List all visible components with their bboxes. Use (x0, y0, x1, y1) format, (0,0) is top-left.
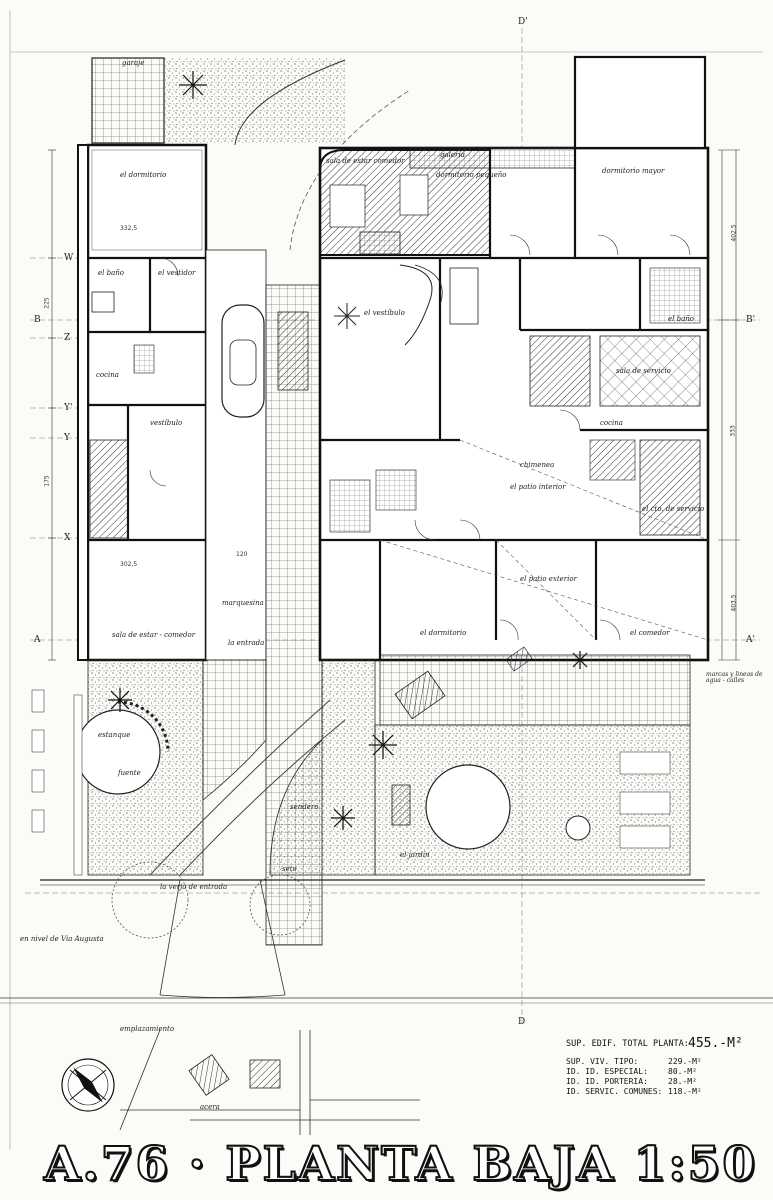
area-row-label: ID. ID. ESPECIAL: (566, 1067, 648, 1076)
label-cuarto-servicio: el cto. de servicio (642, 505, 705, 513)
area-total-value: 455.-M² (688, 1036, 743, 1051)
axis-top-d: D' (518, 17, 528, 27)
axis-y2: Y (64, 433, 70, 443)
area-row-value: 118.-M² (668, 1087, 702, 1096)
label-bano-left: el baño (98, 269, 124, 277)
label-acera: acera (200, 1103, 220, 1111)
axis-y1: Y' (64, 403, 73, 413)
label-vestidor: el vestidor (158, 269, 196, 277)
dim-3325: 332,5 (120, 225, 138, 232)
label-jardin: el jardín (400, 851, 430, 859)
label-patio-exterior: el patio exterior (520, 575, 577, 583)
label-dormitorio-right: el dormitorio (420, 629, 467, 637)
dim-403: 403,5 (730, 594, 738, 612)
label-dormitorio-mayor: dormitorio mayor (602, 167, 665, 175)
label-bano-right: el baño (668, 315, 694, 323)
label-cocina-left: cocina (96, 371, 119, 379)
label-garage: garaje (122, 59, 145, 67)
area-row: ID. SERVIC. COMUNES: 118.-M² (566, 1087, 702, 1096)
dim-225: 225 (43, 297, 51, 309)
axis-left-a: A (34, 635, 41, 645)
label-via-augusta: en nivel de Via Augusta (20, 935, 104, 943)
area-row-value: 80.-M² (668, 1067, 697, 1076)
label-marquesina: marquesina (222, 599, 264, 607)
label-estanque: estanque (98, 731, 131, 739)
label-seto: seto (282, 865, 297, 873)
label-cocina-right: cocina (600, 419, 623, 427)
label-sendero: sendero (290, 803, 319, 811)
label-comedor: el comedor (630, 629, 670, 637)
label-entrada: la entrada (228, 639, 265, 647)
label-verja: la verja de entrada (160, 883, 228, 891)
axis-z: Z (64, 333, 71, 343)
dim-402: 402,5 (730, 224, 738, 242)
area-row: SUP. VIV. TIPO: 229.-M² (566, 1057, 702, 1066)
dim-3025: 302,5 (120, 561, 138, 568)
area-row: ID. ID. ESPECIAL: 80.-M² (566, 1067, 697, 1076)
label-nota-right: marcas y lineas de agua - calles (706, 671, 763, 684)
label-patio-interior: el patio interior (510, 483, 566, 491)
axis-w: W (64, 253, 74, 263)
dim-333: 333 (729, 425, 737, 437)
label-dormitorio-left: el dormitorio (120, 171, 167, 179)
axis-right-a: A' (746, 635, 755, 645)
area-row-label: SUP. VIV. TIPO: (566, 1057, 639, 1066)
label-fuente: fuente (118, 769, 141, 777)
label-vestibulo-main: el vestíbulo (364, 309, 405, 317)
label-dormitorio-pequeno: dormitorio pequeño (436, 171, 507, 179)
dim-175: 175 (43, 475, 51, 487)
sheet-title: A.76 · PLANTA BAJA 1:50 (43, 1137, 758, 1192)
label-galeria: galería (440, 151, 465, 159)
dim-120: 120 (236, 551, 248, 558)
area-row: ID. ID. PORTERIA: 28.-M² (566, 1077, 697, 1086)
label-sala-comer: sala de estar comedor (326, 157, 405, 165)
axis-x: X (64, 533, 71, 543)
area-row-value: 229.-M² (668, 1057, 702, 1066)
area-row-label: ID. SERVIC. COMUNES: (566, 1087, 663, 1096)
axis-bottom-d: D (518, 1017, 526, 1027)
label-sala-servicio: sala de servicio (616, 367, 671, 375)
label-vestibulo-left: vestíbulo (150, 419, 183, 427)
area-row-label: ID. ID. PORTERIA: (566, 1077, 648, 1086)
area-total-label: SUP. EDIF. TOTAL PLANTA: (566, 1039, 689, 1049)
axis-right-b: B' (746, 315, 756, 325)
area-row-value: 28.-M² (668, 1077, 697, 1086)
area-total-row: SUP. EDIF. TOTAL PLANTA: 455.-M² (566, 1037, 743, 1050)
label-chimenea: chimenea (520, 461, 555, 469)
label-sala-comedor: sala de estar - comedor (112, 631, 196, 639)
label-emplazamiento: emplazamiento (120, 1025, 175, 1033)
axis-left-b: B (34, 315, 41, 325)
